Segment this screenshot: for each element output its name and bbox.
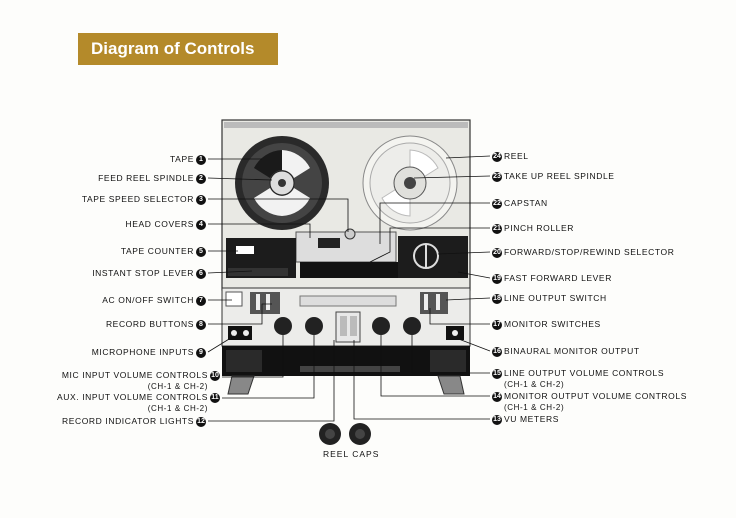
- leader-lines: [207, 155, 491, 422]
- reel-caps-label: REEL CAPS: [323, 449, 380, 459]
- take-up-reel: [362, 135, 458, 231]
- feed-reel: [235, 136, 329, 230]
- page-title: Diagram of Controls: [78, 33, 278, 65]
